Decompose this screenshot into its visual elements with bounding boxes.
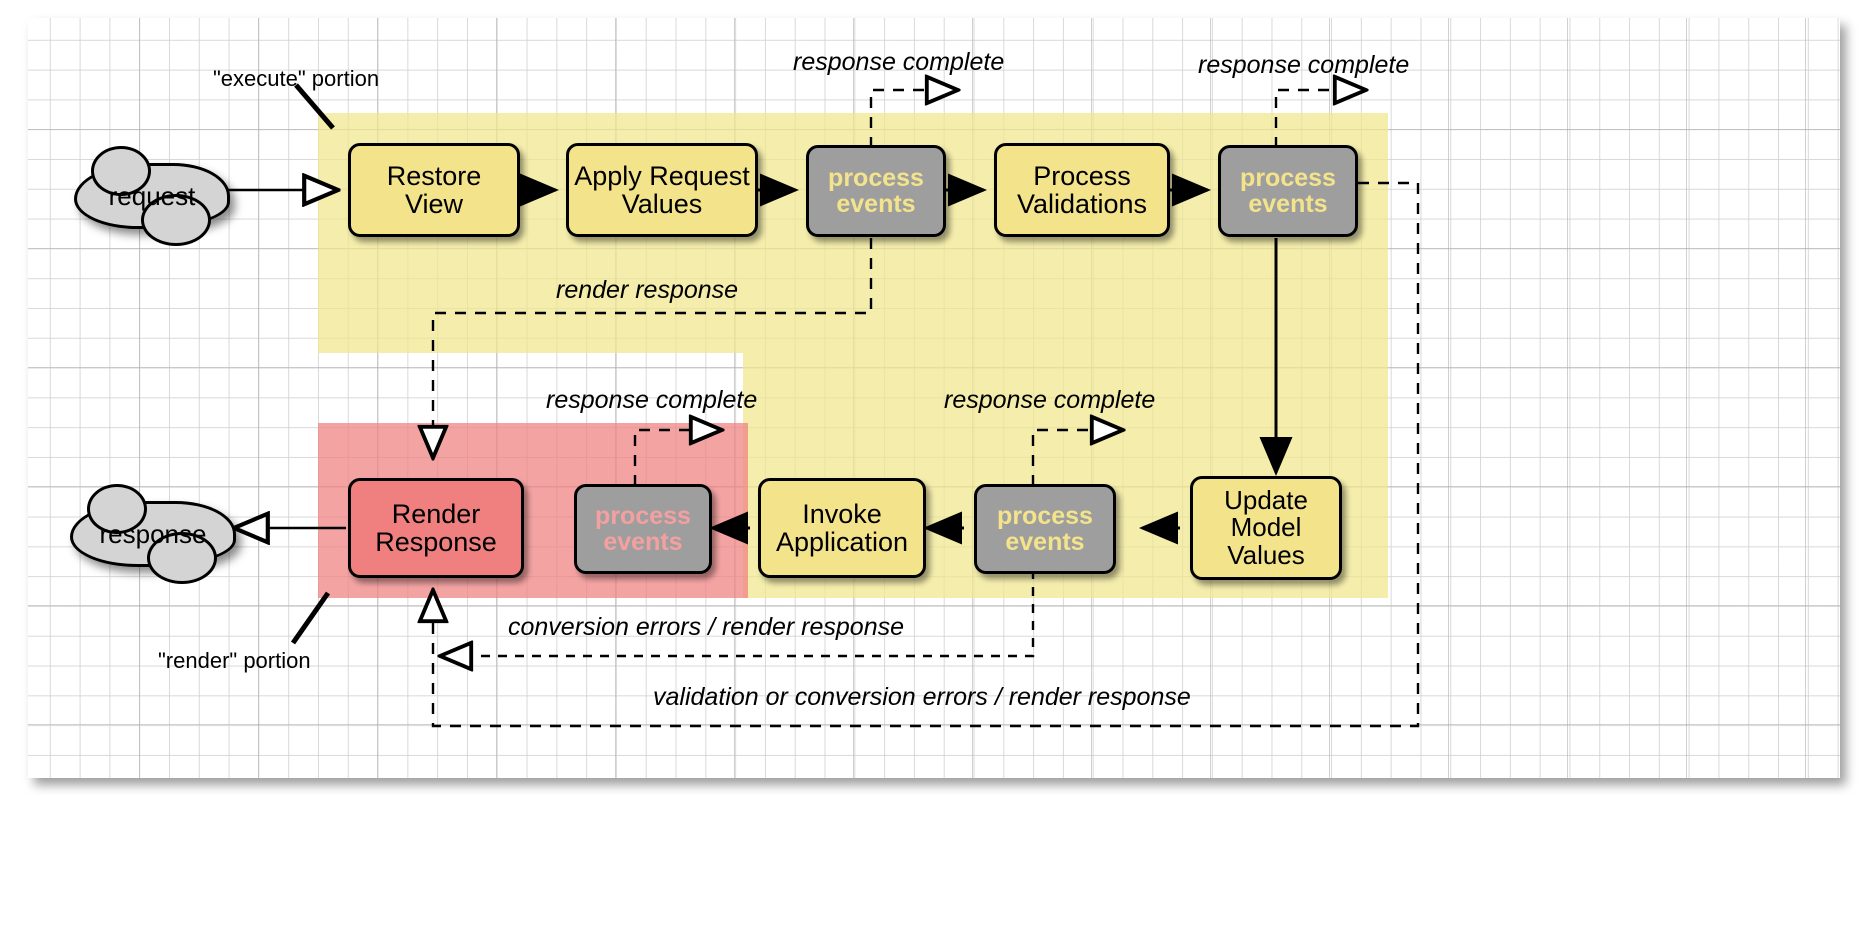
process-events-2[interactable]: process events [1218,145,1358,237]
phase-restore-view[interactable]: Restore View [348,143,520,237]
phase-update-model-values-label-2: Model [1230,512,1302,543]
process-events-1-label-2: events [836,190,916,218]
process-events-4-label-1: process [595,501,691,530]
phase-invoke-application[interactable]: Invoke Application [758,478,926,578]
phase-process-validations[interactable]: Process Validations [994,143,1170,237]
diagram-canvas: request response Restore View Apply Requ… [28,18,1840,778]
process-events-2-label-1: process [1240,163,1336,192]
phase-render-response[interactable]: Render Response [348,478,524,578]
phase-update-model-values[interactable]: Update Model Values [1190,476,1342,580]
label-response-complete-1: response complete [793,48,1005,76]
process-events-3[interactable]: process events [974,484,1116,574]
label-conversion-errors: conversion errors / render response [508,613,905,641]
label-response-complete-2: response complete [1198,51,1410,79]
phase-update-model-values-label-1: Update [1224,485,1308,516]
process-events-4-label-2: events [603,528,683,556]
response-cloud: response [70,484,236,584]
phase-process-validations-label-2: Validations [1016,189,1148,219]
label-render-response: render response [556,276,739,304]
annotation-render-portion: "render" portion [158,648,311,673]
phase-restore-view-label-1: Restore [386,160,482,191]
process-events-1-label-1: process [828,163,924,192]
phase-apply-request-values[interactable]: Apply Request Values [566,143,758,237]
phase-render-response-label-1: Render [391,498,481,529]
phase-render-response-label-2: Response [375,527,497,557]
phase-update-model-values-label-3: Values [1227,539,1305,570]
label-response-complete-4: response complete [944,386,1156,414]
process-events-3-label-2: events [1005,528,1085,556]
process-events-3-label-1: process [997,501,1093,530]
label-response-complete-3: response complete [546,386,758,414]
phase-restore-view-label-2: View [404,189,464,219]
request-cloud-label: request [108,180,196,211]
annotation-leader-layer [290,83,335,645]
phase-process-validations-label-1: Process [1033,160,1131,191]
phase-invoke-application-label-2: Application [775,527,909,557]
process-events-4[interactable]: process events [574,484,712,574]
process-events-2-label-2: events [1248,190,1328,218]
annotation-execute-portion: "execute" portion [213,66,380,91]
process-events-1[interactable]: process events [806,145,946,237]
request-cloud: request [74,146,230,246]
connector-layer [228,18,1420,728]
phase-apply-request-values-label-1: Apply Request [574,160,750,191]
response-cloud-label: response [99,518,207,549]
phase-invoke-application-label-1: Invoke [802,498,882,529]
phase-apply-request-values-label-2: Values [621,189,703,219]
label-validation-errors: validation or conversion errors / render… [653,683,1191,711]
